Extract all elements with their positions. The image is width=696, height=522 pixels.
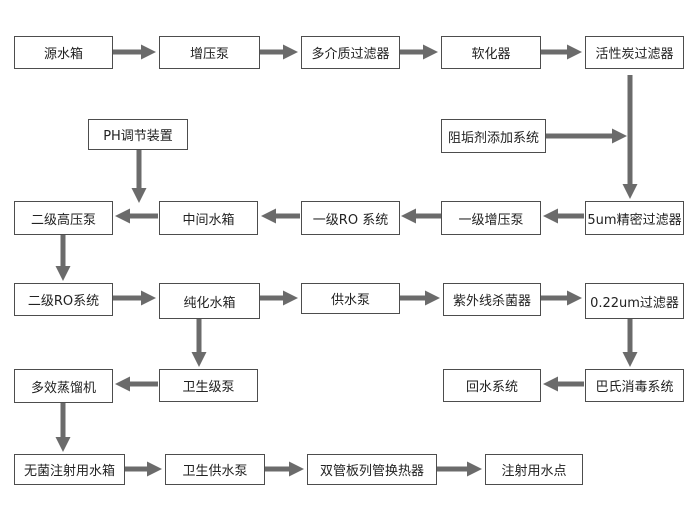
node-supply-pump: 供水泵: [301, 283, 400, 314]
node-sanitary-pump: 卫生级泵: [159, 369, 258, 402]
node-pasteur-system: 巴氏消毒系统: [585, 369, 684, 402]
node-pure-water-tank: 纯化水箱: [159, 283, 260, 319]
node-primary-booster: 一级增压泵: [441, 201, 541, 235]
node-carbon-filter: 活性炭过滤器: [585, 36, 684, 69]
node-ph-adjust: PH调节装置: [88, 119, 188, 150]
node-booster-pump: 增压泵: [159, 36, 260, 69]
node-wfi-tank: 无菌注射用水箱: [14, 454, 125, 485]
node-sanitary-supply-pump: 卫生供水泵: [165, 454, 265, 485]
node-uv-sterilizer: 紫外线杀菌器: [443, 283, 541, 316]
node-multi-effect-still: 多效蒸馏机: [14, 369, 113, 403]
node-secondary-ro: 二级RO系统: [14, 283, 113, 316]
node-heat-exchanger: 双管板列管换热器: [307, 454, 437, 485]
node-softener: 软化器: [441, 36, 541, 69]
node-intermediate-tank: 中间水箱: [159, 201, 258, 235]
node-multimedia-filter: 多介质过滤器: [301, 36, 400, 69]
node-return-system: 回水系统: [443, 369, 541, 402]
node-secondary-hp-pump: 二级高压泵: [14, 201, 113, 235]
node-use-point: 注射用水点: [485, 454, 583, 485]
node-primary-ro: 一级RO 系统: [301, 201, 400, 235]
node-antiscalant-system: 阻垢剂添加系统: [441, 119, 546, 153]
node-filter-022: 0.22um过滤器: [585, 283, 684, 319]
node-precision-filter: 5um精密过滤器: [585, 201, 684, 235]
node-source-tank: 源水箱: [14, 36, 113, 69]
